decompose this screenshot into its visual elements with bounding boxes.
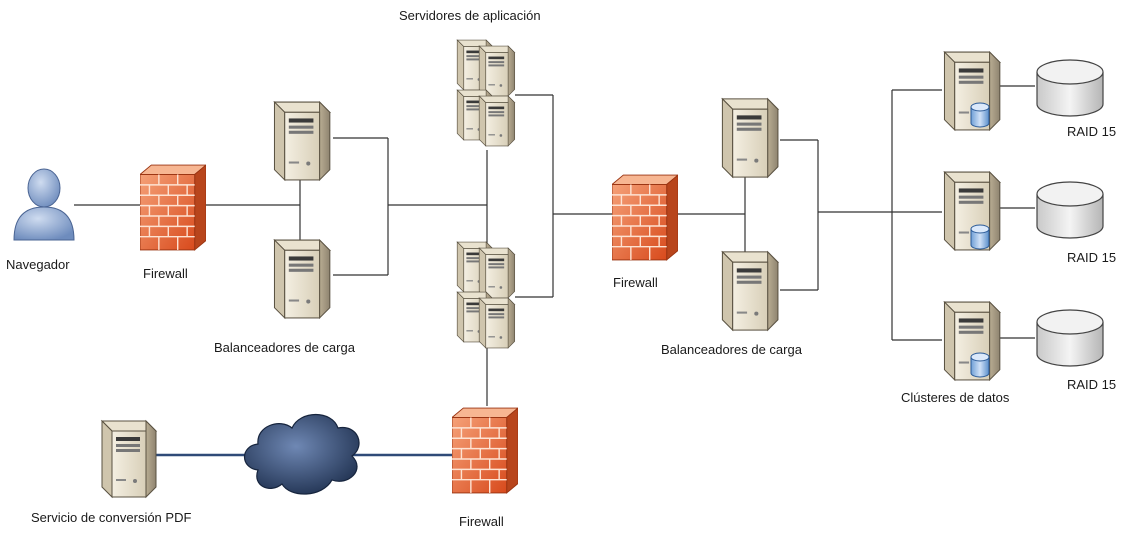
firewall-icon [140, 164, 206, 251]
server-icon [721, 251, 779, 331]
firewall-icon [452, 407, 518, 494]
disk-icon [1036, 309, 1104, 367]
raid-label: RAID 15 [1067, 250, 1117, 265]
server-icon [273, 101, 331, 181]
connection-lines [74, 85, 1035, 406]
server-icon [721, 98, 779, 178]
load-balancers-label: Balanceadores de carga [661, 342, 802, 357]
firewall-label: Firewall [613, 275, 658, 290]
cloud-icon [243, 414, 360, 495]
raid-label: RAID 15 [1067, 377, 1117, 392]
pdf-service-label: Servicio de conversión PDF [31, 510, 192, 525]
raid-label: RAID 15 [1067, 124, 1117, 139]
app-servers-label: Servidores de aplicación [399, 8, 541, 23]
firewall-label: Firewall [143, 266, 188, 281]
app-server-stack-icon [456, 39, 516, 147]
firewall-icon [612, 174, 678, 261]
firewall-label: Firewall [459, 514, 504, 529]
disk-icon [1036, 59, 1104, 117]
user-icon [13, 168, 75, 241]
disk-icon [1036, 181, 1104, 239]
browser-label: Navegador [6, 257, 70, 272]
database-icon [970, 102, 990, 128]
load-balancers-label: Balanceadores de carga [214, 340, 355, 355]
data-clusters-label: Clústeres de datos [901, 390, 1010, 405]
database-icon [970, 224, 990, 250]
database-icon [970, 352, 990, 378]
server-icon [101, 420, 157, 498]
server-icon [273, 239, 331, 319]
app-server-stack-icon [456, 241, 516, 349]
